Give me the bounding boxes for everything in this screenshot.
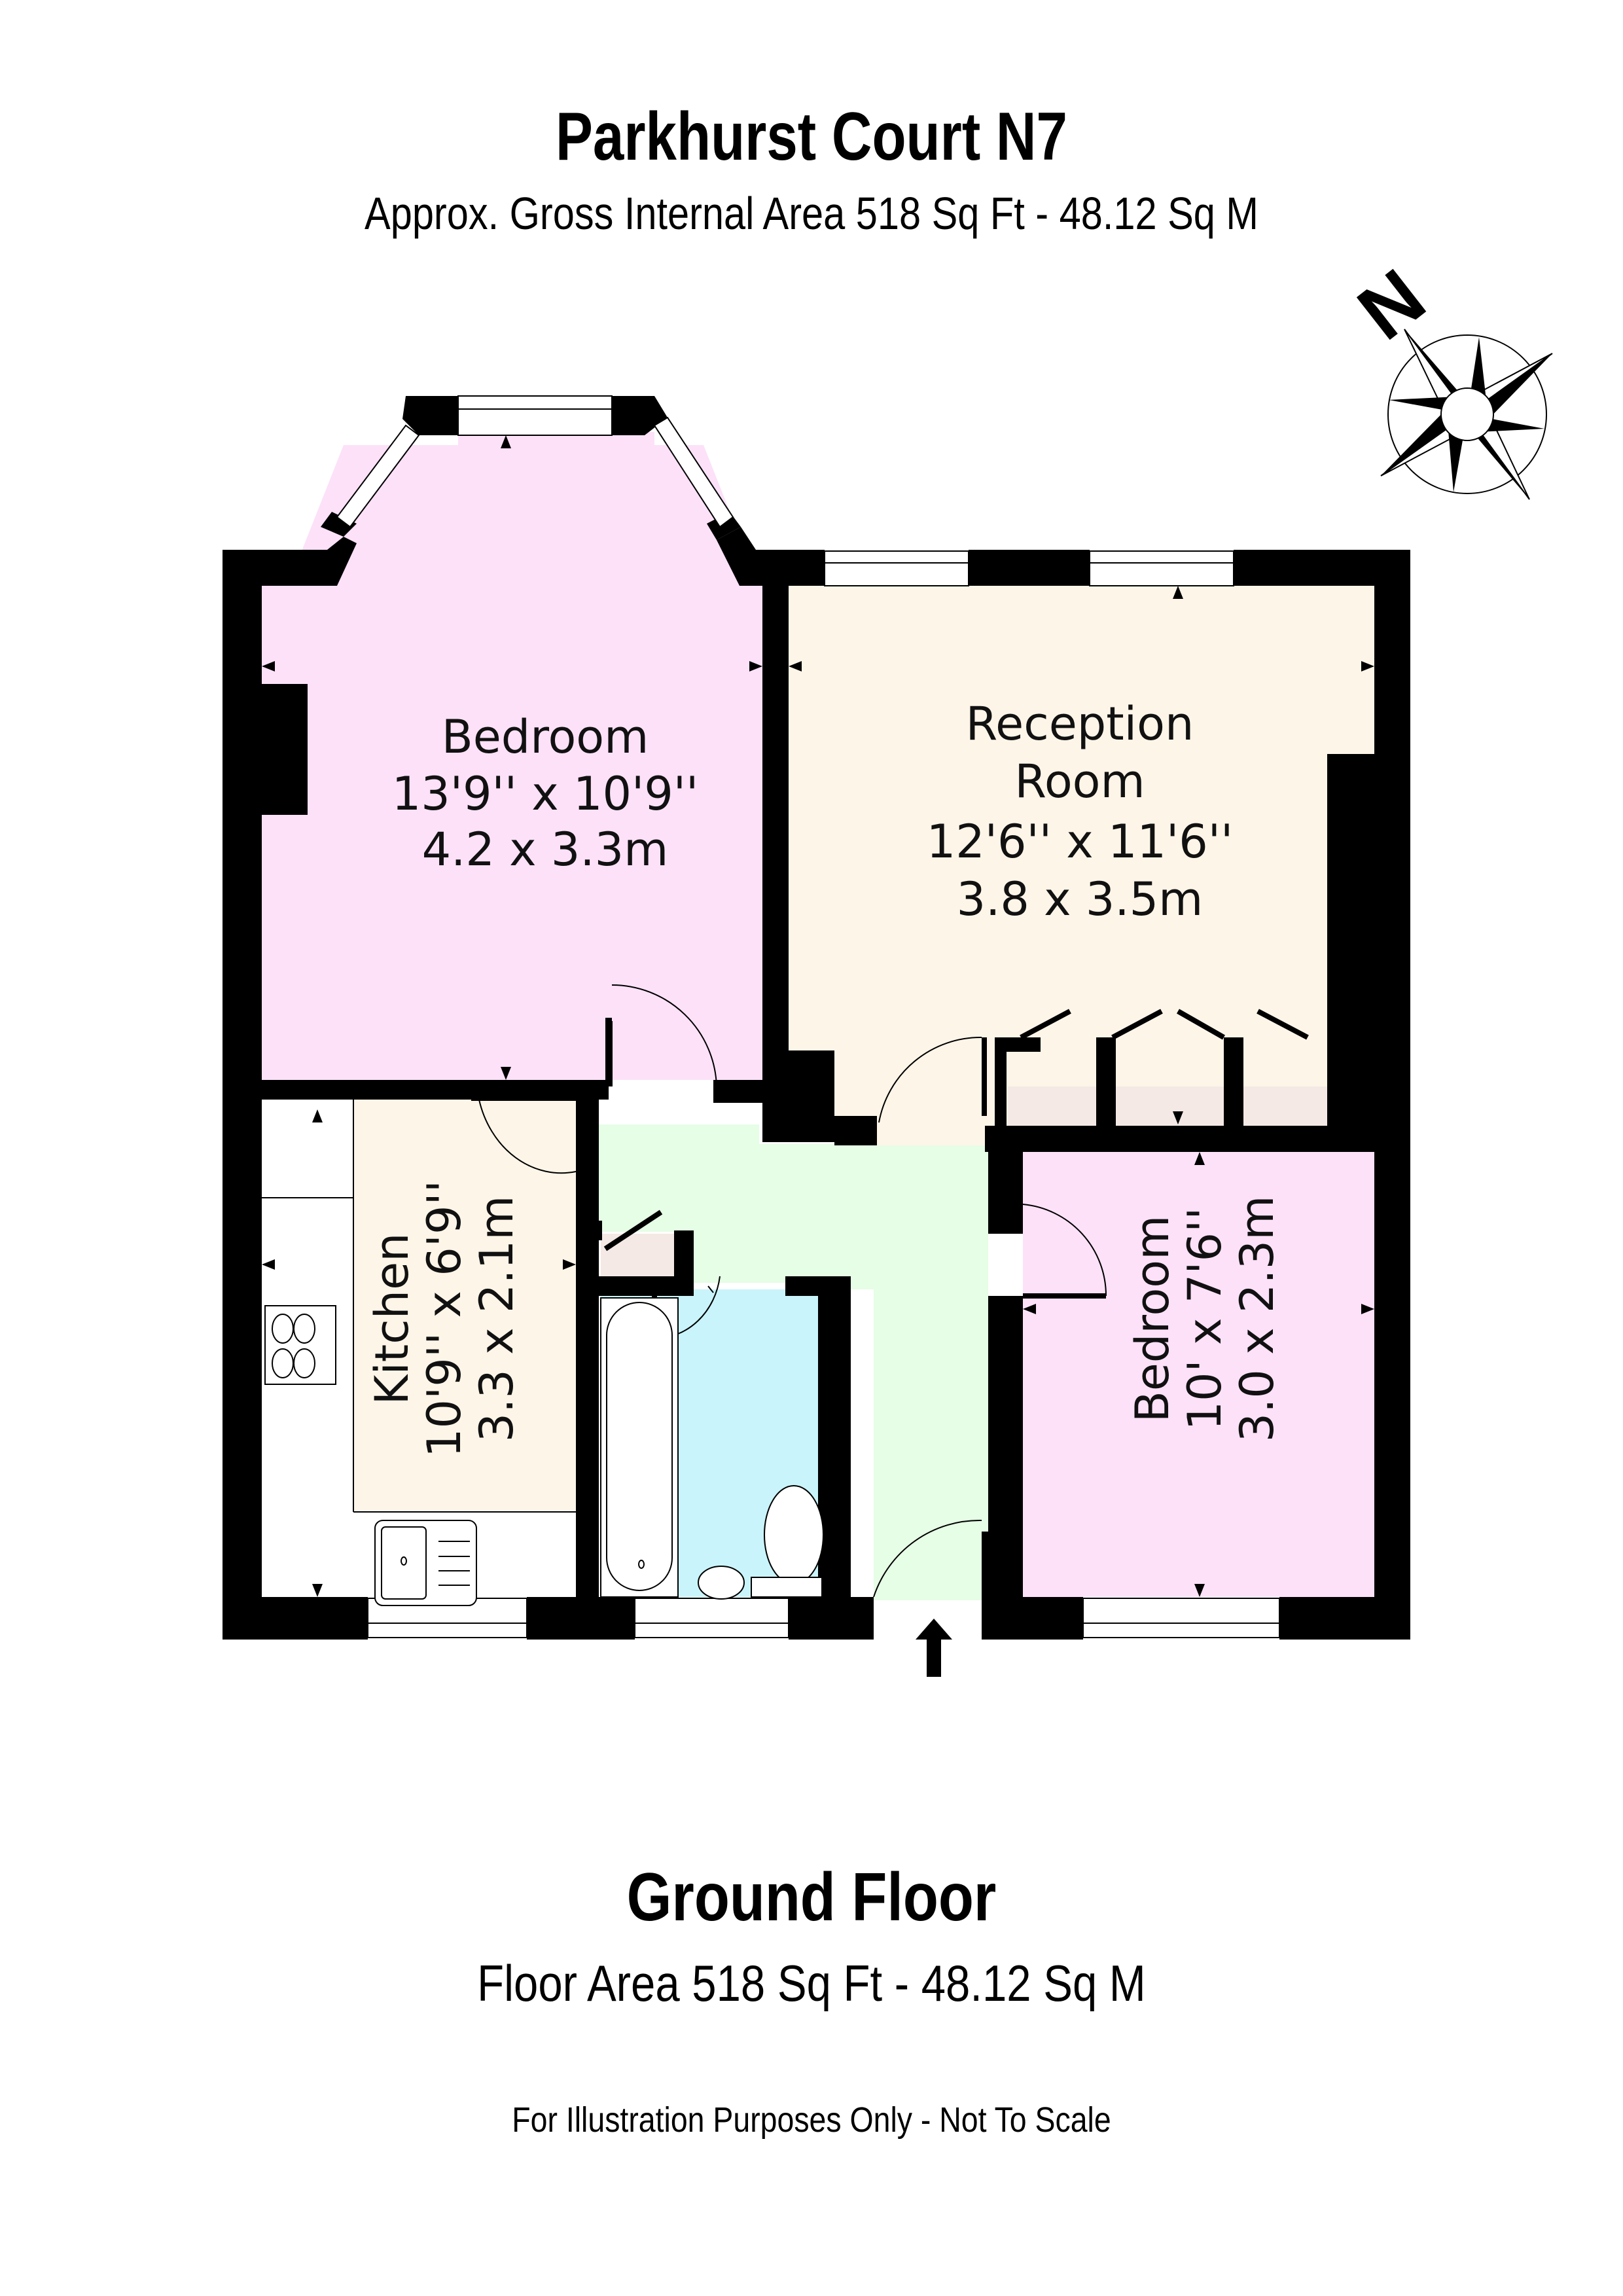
door-leaves xyxy=(603,1009,1309,1338)
room-hall xyxy=(599,1124,988,1600)
compass-rose-icon: N xyxy=(1342,253,1553,500)
bedroom-2-metric: 3.0 x 2.3m xyxy=(1230,1196,1284,1443)
room-bedroom-1 xyxy=(262,432,762,1080)
floor-name: Ground Floor xyxy=(626,1859,997,1935)
compass-north-label: N xyxy=(1342,253,1441,357)
disclaimer: For Illustration Purposes Only - Not To … xyxy=(512,2100,1111,2140)
kitchen-fittings xyxy=(262,1100,576,1606)
page-title: Parkhurst Court N7 xyxy=(556,99,1067,175)
room-reception xyxy=(789,586,1374,1126)
kitchen-metric: 3.3 x 2.1m xyxy=(470,1196,524,1443)
room-bedroom-2 xyxy=(1023,1151,1374,1597)
reception-imperial: 12'6'' x 11'6'' xyxy=(927,815,1234,869)
reception-metric: 3.8 x 3.5m xyxy=(957,872,1204,926)
storage-cupboard xyxy=(1008,1086,1327,1127)
bathroom-fittings xyxy=(600,1297,824,1600)
reception-name-line1: Reception xyxy=(966,697,1194,751)
reception-name-line2: Room xyxy=(1014,755,1145,808)
windows xyxy=(336,395,1280,1638)
floor-area: Floor Area 518 Sq Ft - 48.12 Sq M xyxy=(477,1954,1146,2012)
bedroom-1-imperial: 13'9'' x 10'9'' xyxy=(392,767,699,821)
toilet-icon xyxy=(764,1485,824,1585)
kitchen-name: Kitchen xyxy=(365,1232,419,1405)
entrance-arrow-icon xyxy=(916,1619,952,1677)
bedroom-2-imperial: 10' x 7'6'' xyxy=(1178,1207,1232,1430)
bedroom-1-name: Bedroom xyxy=(442,710,649,764)
bedroom-1-metric: 4.2 x 3.3m xyxy=(422,823,669,876)
walls xyxy=(223,396,1410,1640)
doors xyxy=(478,984,1107,1598)
dimension-arrows xyxy=(262,435,1374,1597)
basin-icon xyxy=(698,1566,745,1600)
gross-internal-area: Approx. Gross Internal Area 518 Sq Ft - … xyxy=(365,188,1258,239)
kitchen-imperial: 10'9'' x 6'9'' xyxy=(418,1180,471,1458)
bedroom-2-name: Bedroom xyxy=(1126,1215,1179,1423)
